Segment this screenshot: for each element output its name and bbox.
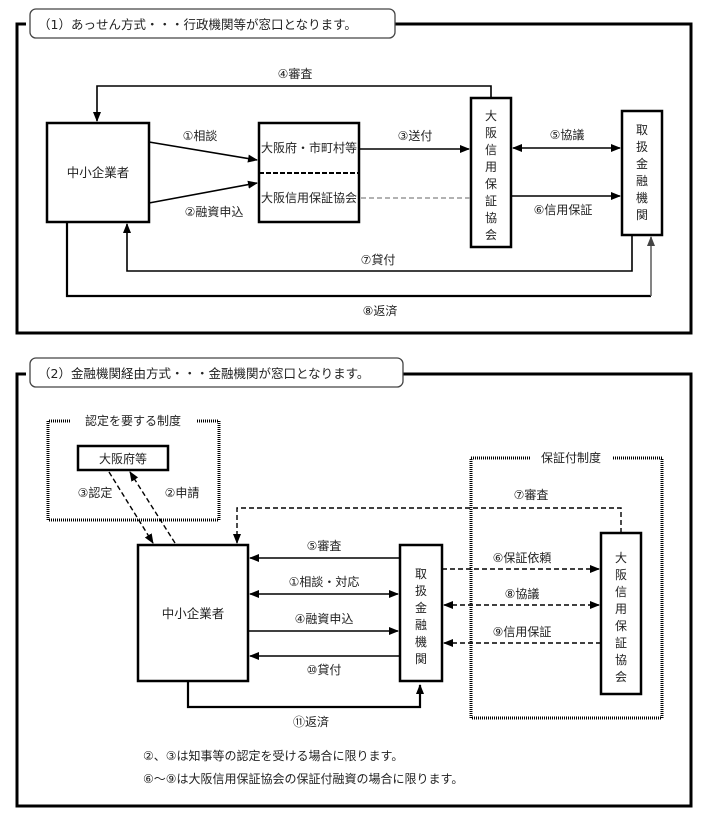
edge-1-label-s2: ①相談・対応: [289, 574, 360, 589]
svg-text:融: 融: [636, 174, 648, 188]
svg-text:大: 大: [615, 551, 627, 565]
svg-text:阪: 阪: [615, 568, 627, 582]
edge-3-certification: [108, 471, 154, 544]
svg-text:取: 取: [636, 123, 648, 137]
svg-text:会: 会: [615, 670, 627, 684]
svg-text:機: 機: [636, 190, 648, 205]
guarantee-assoc-box-1[interactable]: [469, 96, 513, 249]
svg-text:信: 信: [485, 143, 497, 157]
edge-6-label: ⑥信用保証: [534, 203, 593, 217]
edge-5-label-s2: ⑤審査: [307, 538, 342, 553]
svg-text:大: 大: [485, 109, 497, 123]
section-2-bank-method: （2）金融機関経由方式・・・金融機関が窓口となります。 認定を要する制度 大阪府…: [15, 357, 693, 808]
svg-text:会: 会: [485, 228, 497, 242]
edge-6-label-s2: ⑥保証依頼: [493, 550, 552, 565]
edge-11-label-s2: ⑪返済: [293, 714, 329, 729]
section-1-frame: [15, 22, 693, 335]
svg-text:取: 取: [415, 567, 427, 581]
svg-text:金: 金: [415, 600, 427, 615]
edge-7-label: ⑦貸付: [361, 252, 396, 267]
svg-text:阪: 阪: [485, 126, 497, 140]
edge-2-label-s2: ②申請: [165, 486, 200, 500]
edge-8-label-s2: ⑧協議: [505, 586, 540, 601]
edge-2-application: [129, 471, 176, 544]
edge-7-label-s2: ⑦審査: [514, 487, 549, 502]
bank-vertical-label-2: 取 扱 金 融 機 関: [415, 567, 427, 666]
svg-text:用: 用: [485, 160, 497, 174]
edge-10-label-s2: ⑩貸付: [307, 662, 342, 677]
edge-1-label: ①相談: [183, 128, 218, 143]
sme-box[interactable]: [45, 121, 151, 224]
svg-text:用: 用: [615, 602, 627, 616]
svg-text:関: 関: [415, 652, 427, 666]
sme-label-2: 中小企業者: [162, 606, 225, 621]
note-2: ⑥～⑨は大阪信用保証協会の保証付融資の場合に限ります。: [143, 771, 463, 786]
edge-4-label: ④審査: [278, 66, 313, 81]
bank-box-2[interactable]: [398, 543, 444, 683]
svg-text:融: 融: [415, 618, 427, 632]
section-1-assen-method: （1）あっせん方式・・・行政機関等が窓口となります。 中小企業者 大阪府・市町村…: [15, 8, 693, 335]
edge-2-loan-application: [148, 180, 258, 204]
edge-1-consult: [148, 141, 258, 163]
guarantee-system-group-label: 保証付制度: [541, 450, 601, 465]
gov-label: 大阪府・市町村等: [261, 140, 357, 155]
svg-text:金: 金: [636, 156, 648, 171]
edge-3-label: ③送付: [398, 128, 433, 143]
svg-text:信: 信: [615, 585, 627, 599]
section-2-frame: [15, 372, 693, 808]
note-1: ②、③は知事等の認定を受ける場合に限ります。: [143, 748, 403, 763]
svg-text:機: 機: [415, 634, 427, 649]
edge-4-label-s2: ④融資申込: [295, 612, 354, 626]
guarantee-system-group-frame: [469, 456, 664, 720]
svg-text:証: 証: [615, 636, 627, 650]
edge-7-review: [233, 507, 622, 544]
guarantee-assoc-vertical-label-2: 大 阪 信 用 保 証 協 会: [615, 551, 627, 684]
edge-2-label: ②融資申込: [185, 205, 244, 219]
osaka-pref-box[interactable]: [76, 444, 170, 472]
section-1-title: （1）あっせん方式・・・行政機関等が窓口となります。: [38, 17, 357, 32]
svg-text:証: 証: [485, 194, 497, 208]
section-1-title-box: [29, 8, 396, 39]
svg-text:保: 保: [485, 177, 497, 191]
sme-box-2[interactable]: [136, 543, 250, 683]
osaka-pref-label: 大阪府等: [99, 451, 147, 466]
guarantee-assoc-inner-label: 大阪信用保証協会: [261, 190, 357, 205]
edge-5-label: ⑤協議: [550, 127, 585, 142]
svg-text:保: 保: [615, 619, 627, 633]
svg-text:協: 協: [615, 652, 627, 667]
svg-text:扱: 扱: [415, 584, 427, 598]
bank-box-1[interactable]: [620, 109, 664, 237]
section-2-title: （2）金融機関経由方式・・・金融機関が窓口となります。: [38, 366, 369, 381]
certification-group-label: 認定を要する制度: [85, 413, 181, 428]
svg-text:協: 協: [485, 210, 497, 225]
svg-text:扱: 扱: [636, 140, 648, 154]
edge-4-review: [93, 85, 492, 122]
guarantee-assoc-vertical-label-1: 大 阪 信 用 保 証 協 会: [485, 109, 497, 242]
edge-3-label-s2: ③認定: [78, 485, 113, 500]
guarantee-assoc-box-2[interactable]: [599, 531, 643, 696]
section-2-title-box: [29, 357, 404, 388]
edge-9-label-s2: ⑨信用保証: [493, 625, 552, 639]
edge-11-repayment: [186, 681, 424, 709]
svg-text:関: 関: [636, 208, 648, 222]
sme-label: 中小企業者: [67, 165, 130, 180]
edge-8-repayment-line: [65, 222, 651, 298]
bank-vertical-label-1: 取 扱 金 融 機 関: [636, 123, 648, 222]
edge-7-loan: [123, 223, 633, 272]
edge-8-label: ⑧返済: [363, 303, 398, 318]
certification-group-frame: [46, 419, 221, 522]
